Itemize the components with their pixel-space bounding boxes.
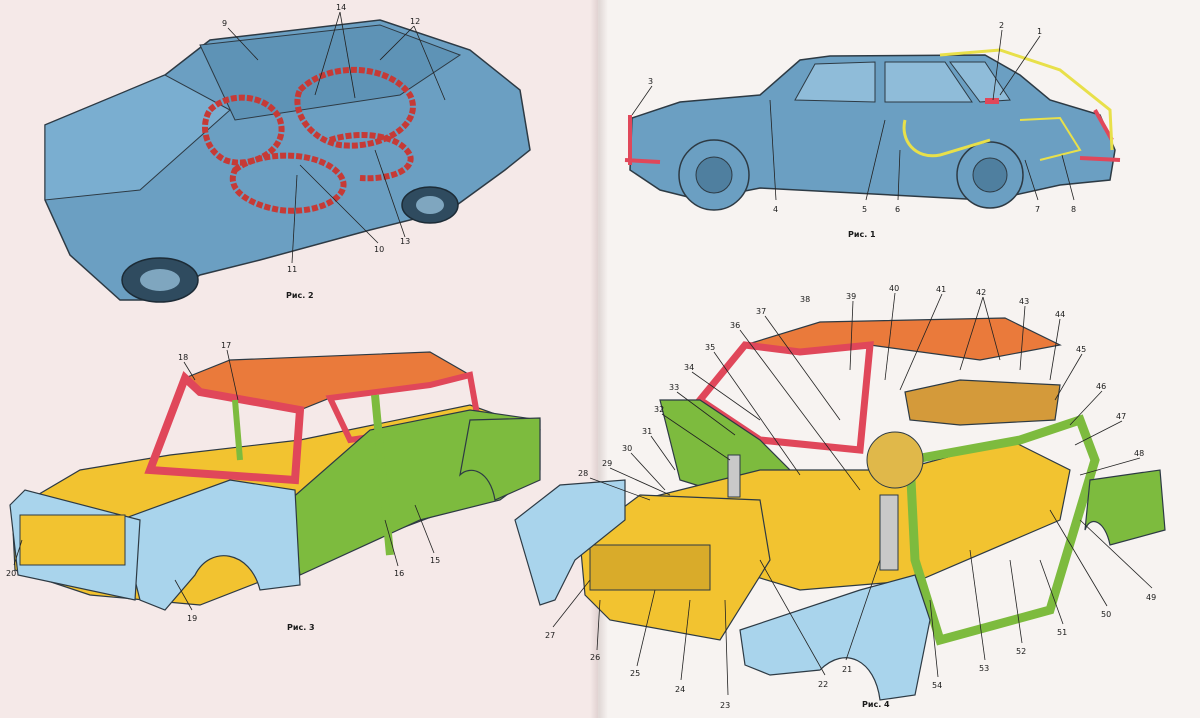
fig1-label-3: 3 bbox=[648, 77, 653, 86]
fig3-label-16: 16 bbox=[394, 569, 404, 578]
fig4-label-21: 21 bbox=[842, 665, 852, 674]
fig1-label-2: 2 bbox=[999, 21, 1004, 30]
fig4-label-24: 24 bbox=[675, 685, 685, 694]
fig4-front-fender-right bbox=[739, 574, 931, 701]
fig4-callouts: 21 22 23 24 25 26 27 28 29 30 31 32 33 3… bbox=[545, 284, 1156, 710]
fig2-insulation-front bbox=[202, 94, 285, 166]
fig2-label-12: 12 bbox=[410, 17, 420, 26]
fig1-window-front bbox=[794, 61, 876, 103]
fig4-label-37: 37 bbox=[756, 307, 766, 316]
fig3-roof-orange bbox=[183, 351, 472, 411]
fig4-label-26: 26 bbox=[590, 653, 600, 662]
fig4-label-40: 40 bbox=[889, 284, 899, 293]
fig4-label-53: 53 bbox=[979, 664, 989, 673]
fig1-red-trim-front bbox=[624, 115, 661, 165]
fig4-label-44: 44 bbox=[1055, 310, 1065, 319]
fig2-label-14: 14 bbox=[336, 3, 346, 12]
fig1-label-7: 7 bbox=[1035, 205, 1040, 214]
fig3-label-19: 19 bbox=[187, 614, 197, 623]
fig4-label-28: 28 bbox=[578, 469, 588, 478]
fig4-right-side-green bbox=[905, 414, 1100, 646]
fig1-yellow-rear-frame bbox=[939, 48, 1114, 151]
fig4-label-32: 32 bbox=[654, 405, 664, 414]
fig4-label-34: 34 bbox=[684, 363, 694, 372]
fig1-label-6: 6 bbox=[895, 205, 900, 214]
fig2-label-9: 9 bbox=[222, 19, 227, 28]
fig2-caption: Рис. 2 bbox=[286, 291, 314, 300]
fig3-body-illustration bbox=[9, 351, 541, 611]
fig2-insulation-floor bbox=[229, 152, 347, 214]
fig3-label-17: 17 bbox=[221, 341, 231, 350]
fig4-label-49: 49 bbox=[1146, 593, 1156, 602]
fig4-label-54: 54 bbox=[932, 681, 942, 690]
fig4-label-30: 30 bbox=[622, 444, 632, 453]
fig2-label-13: 13 bbox=[400, 237, 410, 246]
fig3-label-18: 18 bbox=[178, 353, 188, 362]
fig4-label-33: 33 bbox=[669, 383, 679, 392]
fig3-label-15: 15 bbox=[430, 556, 440, 565]
fig4-label-45: 45 bbox=[1076, 345, 1086, 354]
fig4-label-38: 38 bbox=[800, 295, 810, 304]
fig2-callouts: 9 10 11 12 13 14 Рис. 2 bbox=[222, 3, 446, 300]
fig4-rear-shelf bbox=[904, 379, 1061, 426]
fig4-exploded-illustration bbox=[514, 317, 1166, 701]
fig4-rear-fender-green bbox=[1084, 469, 1166, 546]
fig4-label-25: 25 bbox=[630, 669, 640, 678]
fig4-label-50: 50 bbox=[1101, 610, 1111, 619]
fig1-label-5: 5 bbox=[862, 205, 867, 214]
fig3-windshield-frame bbox=[144, 371, 305, 485]
fig4-label-52: 52 bbox=[1016, 647, 1026, 656]
fig1-label-4: 4 bbox=[773, 205, 778, 214]
fig4-caption: Рис. 4 bbox=[862, 700, 890, 709]
fig4-label-41: 41 bbox=[936, 285, 946, 294]
fig3-front-fender bbox=[119, 479, 301, 611]
fig1-caption: Рис. 1 bbox=[848, 230, 876, 239]
fig4-label-43: 43 bbox=[1019, 297, 1029, 306]
fig3-label-20: 20 bbox=[6, 569, 16, 578]
fig4-label-31: 31 bbox=[642, 427, 652, 436]
fig2-label-10: 10 bbox=[374, 245, 384, 254]
fig3-caption: Рис. 3 bbox=[287, 623, 315, 632]
fig2-insulation-rear bbox=[294, 67, 416, 149]
fig4-label-47: 47 bbox=[1116, 412, 1126, 421]
fig4-label-48: 48 bbox=[1134, 449, 1144, 458]
fig3-rear-frame bbox=[325, 371, 482, 444]
fig4-front-fender-left bbox=[514, 479, 626, 606]
fig2-car-illustration bbox=[44, 19, 531, 303]
fig1-car-illustration bbox=[624, 48, 1121, 211]
fig1-label-8: 8 bbox=[1071, 205, 1076, 214]
fig4-label-22: 22 bbox=[818, 680, 828, 689]
fig4-spare-wheel-well bbox=[866, 431, 924, 489]
fig2-label-11: 11 bbox=[287, 265, 297, 274]
fig4-label-35: 35 bbox=[705, 343, 715, 352]
fig1-callouts: 1 2 3 4 5 6 7 8 Рис. 1 bbox=[631, 21, 1076, 239]
fig1-window-rear bbox=[884, 61, 973, 103]
fig4-label-27: 27 bbox=[545, 631, 555, 640]
fig3-callouts: 15 16 17 18 19 20 Рис. 3 bbox=[6, 341, 440, 632]
fig4-label-42: 42 bbox=[976, 288, 986, 297]
fig4-label-51: 51 bbox=[1057, 628, 1067, 637]
fig4-label-46: 46 bbox=[1096, 382, 1106, 391]
fig4-label-39: 39 bbox=[846, 292, 856, 301]
fig4-label-29: 29 bbox=[602, 459, 612, 468]
fig2-hood bbox=[44, 74, 231, 201]
fig4-label-23: 23 bbox=[720, 701, 730, 710]
fig1-window-quarter bbox=[949, 61, 1011, 103]
fig3-rear-fender bbox=[459, 417, 541, 501]
fig1-red-trim-rear bbox=[1079, 109, 1121, 162]
fig4-label-36: 36 bbox=[730, 321, 740, 330]
fig1-label-1: 1 bbox=[1037, 27, 1042, 36]
